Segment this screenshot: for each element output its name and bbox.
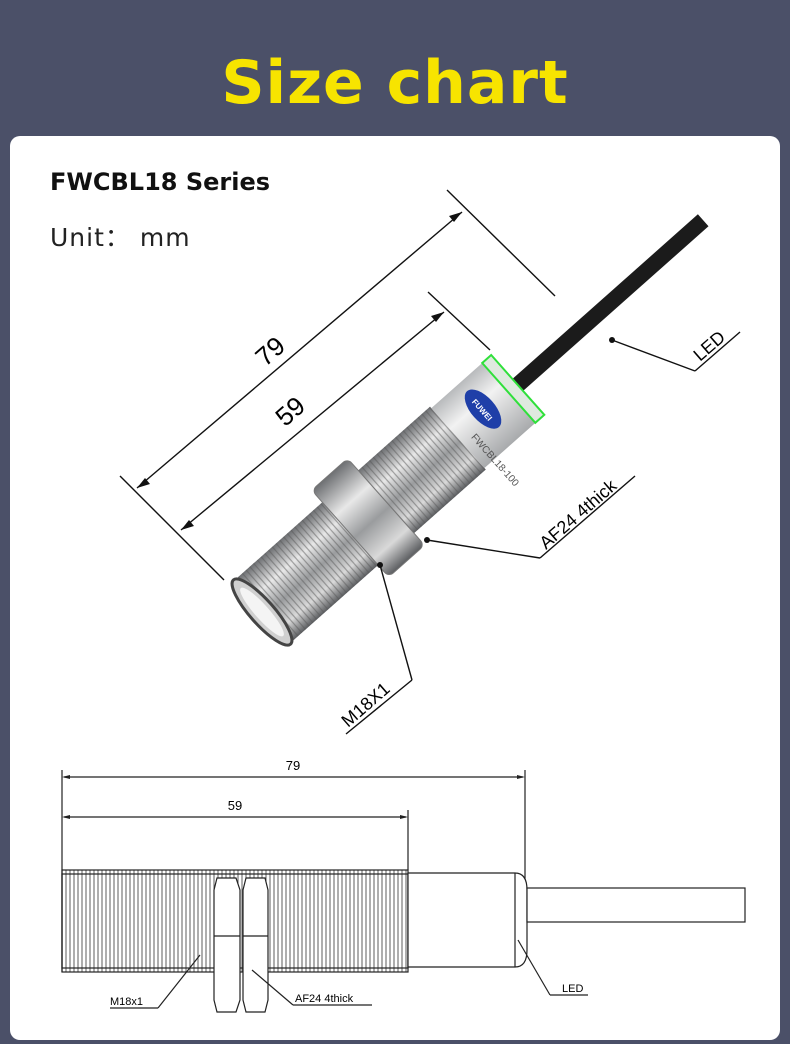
led-ring <box>480 353 546 425</box>
drawing-dim-thread: 59 <box>228 798 242 813</box>
render-dim-total: 79 <box>249 330 291 372</box>
drawing-callout-thread: M18x1 <box>110 996 143 1008</box>
nut <box>313 460 423 576</box>
unit-label: Unit： mm <box>50 223 191 252</box>
render-callout-thread: M18X1 <box>338 678 394 731</box>
render-dimensions <box>119 189 741 735</box>
series-name: FWCBL18 Series <box>50 168 271 196</box>
page-title: Size chart <box>221 48 569 118</box>
render-callout-nut: AF24 4thick <box>536 475 622 553</box>
sensor-render: FUWEI FWCBL18-100 <box>230 214 709 647</box>
cable <box>510 214 709 393</box>
drawing-callout-nut: AF24 4thick <box>295 993 354 1005</box>
technical-drawing <box>61 770 746 1013</box>
brand-badge <box>464 389 502 429</box>
drawing-dim-total: 79 <box>286 758 300 773</box>
render-dim-thread: 59 <box>269 390 311 432</box>
drawing-callout-led: LED <box>562 983 583 995</box>
